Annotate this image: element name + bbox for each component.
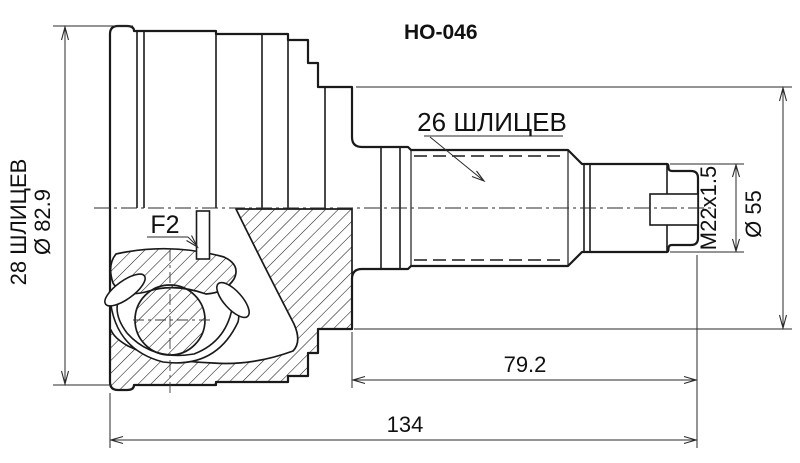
part-number-label: HO-046 [404,21,478,44]
flange-diameter-label: Ø 55 [741,190,766,238]
dim-outer-diameter [53,24,133,387]
shaft-splines-label: 26 ШЛИЦЕВ [417,107,567,137]
dim-flange-diameter [354,85,792,331]
total-length-dim-label: 134 [387,412,424,437]
thread-label: M22x1.5 [696,166,721,250]
groove-leader [147,235,199,249]
outer-diameter-label: Ø 82.9 [30,189,55,255]
outer-splines-label: 28 ШЛИЦЕВ [6,159,31,286]
groove-label: F2 [150,211,179,239]
cage-window-right [216,281,250,319]
shaft-splines-leader [424,135,563,183]
dim-total-length [109,393,698,448]
cotter-slot [649,193,699,226]
housing-surface-lines [136,31,326,208]
circlip-groove [195,210,211,260]
cage-window-left [104,273,146,307]
cage-section [109,295,240,364]
shaft-length-dim-label: 79.2 [504,352,547,377]
dim-shaft-length [351,255,698,448]
dim-thread [670,163,744,253]
